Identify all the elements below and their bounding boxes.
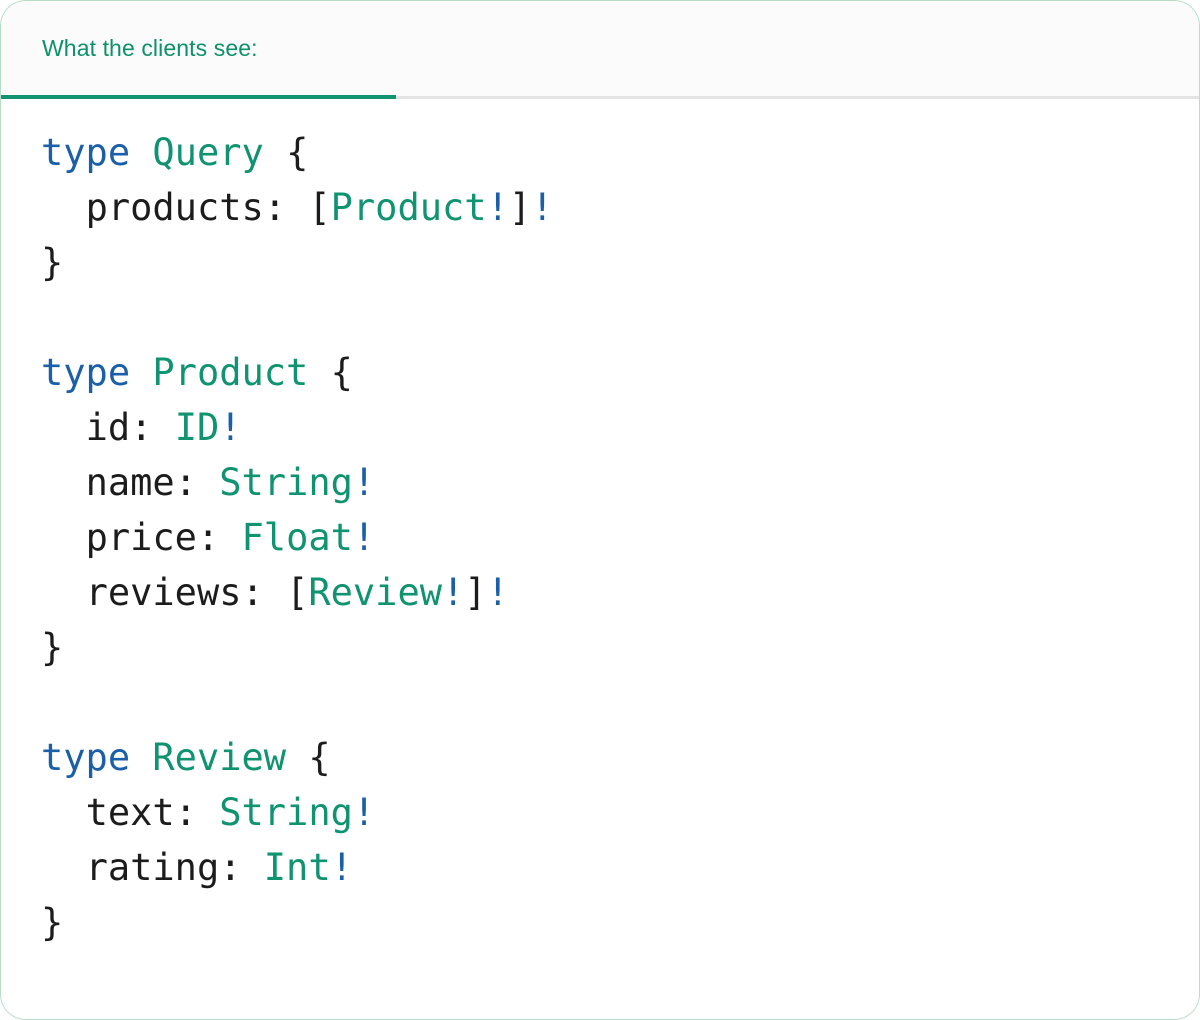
code-token-punct: : bbox=[241, 571, 287, 614]
code-token-punct: } bbox=[41, 901, 64, 944]
code-token-kw: type bbox=[41, 351, 131, 394]
code-line: reviews: [Review!]! bbox=[41, 565, 1199, 620]
code-token-bang: ! bbox=[486, 571, 509, 614]
code-line: type Review { bbox=[41, 730, 1199, 785]
code-line: rating: Int! bbox=[41, 840, 1199, 895]
code-line: text: String! bbox=[41, 785, 1199, 840]
code-token-punct: : bbox=[219, 846, 264, 889]
code-token-field: rating bbox=[85, 846, 220, 889]
code-token-field: id bbox=[85, 406, 131, 449]
code-token-bang: ! bbox=[352, 516, 376, 559]
code-token-punct: : bbox=[174, 791, 220, 834]
code-line: id: ID! bbox=[41, 400, 1199, 455]
code-token-punct: : bbox=[196, 516, 242, 559]
code-token-type: Query bbox=[152, 131, 264, 174]
tab-label: What the clients see: bbox=[42, 35, 258, 61]
code-token-punct bbox=[41, 406, 86, 449]
code-token-punct: : bbox=[130, 406, 175, 449]
code-token-punct bbox=[130, 736, 152, 779]
tab-what-the-clients-see[interactable]: What the clients see: bbox=[1, 1, 396, 99]
code-token-punct bbox=[41, 186, 86, 229]
code-token-type: String bbox=[219, 791, 353, 834]
code-token-punct: : bbox=[174, 461, 220, 504]
code-token-punct: ] bbox=[464, 571, 487, 614]
code-line: } bbox=[41, 235, 1199, 290]
code-token-bang: ! bbox=[352, 791, 376, 834]
code-token-punct: [ bbox=[286, 571, 309, 614]
code-token-field: name bbox=[85, 461, 175, 504]
code-token-punct: { bbox=[286, 131, 309, 174]
code-token-punct bbox=[130, 351, 152, 394]
code-token-punct bbox=[41, 791, 86, 834]
code-token-punct bbox=[41, 571, 86, 614]
code-token-punct: : bbox=[263, 186, 309, 229]
code-line: } bbox=[41, 620, 1199, 675]
code-token-punct: { bbox=[308, 736, 331, 779]
code-token-bang: ! bbox=[442, 571, 465, 614]
code-token-punct: { bbox=[330, 351, 353, 394]
code-token-type: Product bbox=[330, 186, 487, 229]
code-line: type Product { bbox=[41, 345, 1199, 400]
code-token-kw: type bbox=[41, 736, 131, 779]
code-token-type: Int bbox=[263, 846, 331, 889]
code-panel: type Query { products: [Product!]!} type… bbox=[1, 99, 1199, 1019]
code-token-punct: [ bbox=[308, 186, 331, 229]
code-token-type: Review bbox=[152, 736, 287, 779]
code-token-kw: type bbox=[41, 131, 131, 174]
code-token-punct: ] bbox=[508, 186, 532, 229]
tab-strip: What the clients see: bbox=[1, 1, 1199, 99]
code-token-type: ID bbox=[174, 406, 220, 449]
code-token-punct bbox=[308, 351, 330, 394]
code-line: } bbox=[41, 895, 1199, 950]
code-token-type: Product bbox=[152, 351, 309, 394]
code-token-field: reviews bbox=[85, 571, 242, 614]
code-token-bang: ! bbox=[330, 846, 353, 889]
code-token-type: String bbox=[219, 461, 353, 504]
graphql-schema-code: type Query { products: [Product!]!} type… bbox=[41, 125, 1199, 950]
code-token-bang: ! bbox=[352, 461, 376, 504]
code-blank-line bbox=[41, 675, 1199, 730]
code-token-punct bbox=[41, 846, 86, 889]
code-token-bang: ! bbox=[531, 186, 554, 229]
code-token-bang: ! bbox=[486, 186, 509, 229]
code-token-punct: } bbox=[41, 241, 64, 284]
code-token-punct bbox=[41, 461, 86, 504]
code-token-punct bbox=[41, 516, 86, 559]
code-token-field: products bbox=[85, 186, 264, 229]
code-token-punct bbox=[286, 736, 308, 779]
code-token-bang: ! bbox=[219, 406, 242, 449]
code-token-punct: } bbox=[41, 626, 64, 669]
code-blank-line bbox=[41, 290, 1199, 345]
code-line: type Query { bbox=[41, 125, 1199, 180]
code-token-type: Float bbox=[241, 516, 353, 559]
code-token-field: text bbox=[85, 791, 175, 834]
code-line: price: Float! bbox=[41, 510, 1199, 565]
code-token-punct bbox=[264, 131, 286, 174]
code-token-type: Review bbox=[308, 571, 442, 614]
code-token-punct bbox=[130, 131, 152, 174]
code-token-field: price bbox=[85, 516, 197, 559]
code-line: name: String! bbox=[41, 455, 1199, 510]
code-line: products: [Product!]! bbox=[41, 180, 1199, 235]
